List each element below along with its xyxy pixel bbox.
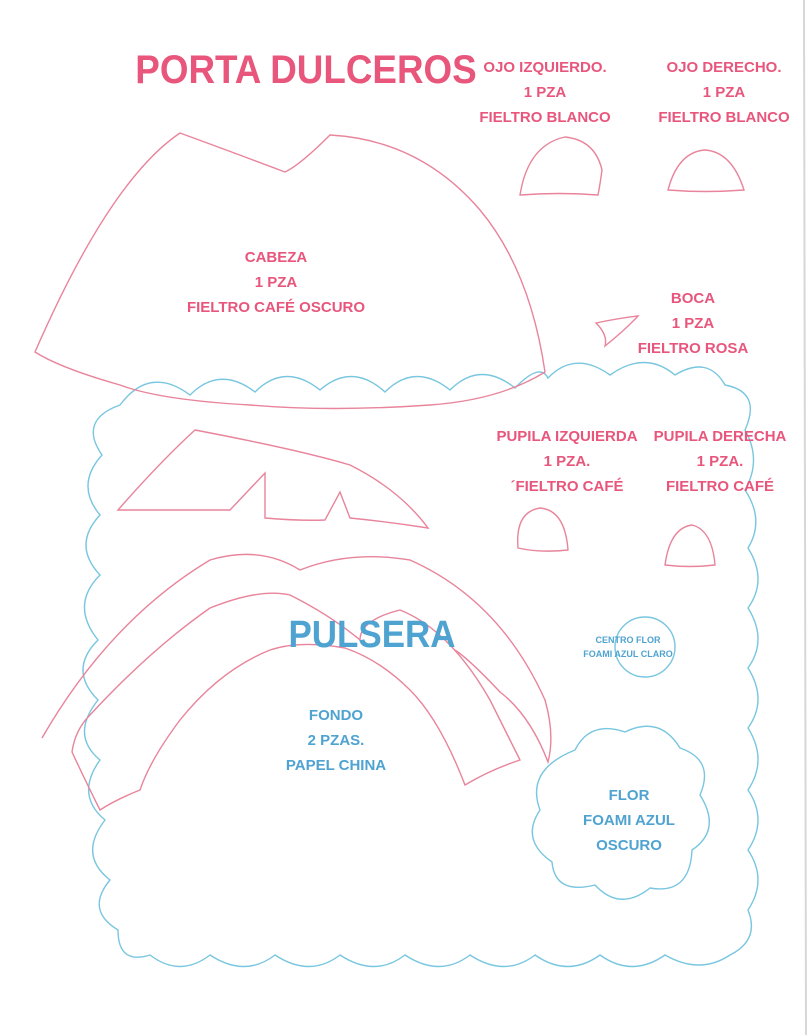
- boca-qty: 1 PZA: [671, 315, 715, 332]
- pulsera-title-text: PULSERA: [288, 614, 456, 656]
- pupila-derecha-label: PUPILA DERECHA 1 PZA. FIELTRO CAFÉ: [654, 424, 787, 499]
- pupila-derecha-qty: 1 PZA.: [696, 453, 744, 470]
- cabeza-qty: 1 PZA: [254, 274, 298, 291]
- pupila-derecha-outline: [664, 524, 716, 568]
- ojo-derecho-qty: 1 PZA: [702, 84, 746, 101]
- ojo-derecho-material: FIELTRO BLANCO: [658, 109, 790, 126]
- fondo-qty: 2 PZAS.: [307, 732, 365, 749]
- oreja-outline: [116, 429, 430, 529]
- flor-name: FLOR: [608, 787, 650, 804]
- ojo-derecho-name: OJO DERECHO.: [666, 59, 782, 76]
- pupila-derecha-material: FIELTRO CAFÉ: [665, 478, 775, 495]
- cabeza-name: CABEZA: [244, 249, 308, 266]
- pupila-izquierda-name: PUPILA IZQUIERDA: [496, 428, 638, 445]
- pupila-derecha-name: PUPILA DERECHA: [653, 428, 787, 445]
- fondo-material: PAPEL CHINA: [285, 757, 387, 774]
- ojo-derecho-outline: [667, 149, 745, 193]
- centro-flor-material: FOAMI AZUL CLARO: [583, 649, 673, 659]
- ojo-izquierdo-outline: [519, 136, 603, 196]
- ojo-derecho-label: OJO DERECHO. 1 PZA FIELTRO BLANCO: [658, 55, 789, 130]
- ojo-izquierdo-qty: 1 PZA: [523, 84, 567, 101]
- cabeza-label: CABEZA 1 PZA FIELTRO CAFÉ OSCURO: [187, 245, 365, 320]
- flor-outline: [531, 725, 710, 900]
- centro-flor-name: CENTRO FLOR: [595, 635, 661, 645]
- cuerpo-exterior-outline: [41, 553, 552, 765]
- page-title-text: PORTA DULCEROS: [135, 48, 477, 92]
- fondo-scalloped-outline: [82, 361, 759, 968]
- page-title: PORTA DULCEROS: [135, 48, 476, 92]
- ojo-izquierdo-label: OJO IZQUIERDO. 1 PZA FIELTRO BLANCO: [479, 55, 610, 130]
- flor-material: FOAMI AZUL: [583, 812, 675, 829]
- pupila-izquierda-label: PUPILA IZQUIERDA 1 PZA. ´FIELTRO CAFÉ: [496, 424, 637, 499]
- cuerpo-interior-outline: [71, 592, 521, 812]
- centro-flor-label: CENTRO FLOR FOAMI AZUL CLARO: [583, 633, 673, 661]
- boca-material: FIELTRO ROSA: [637, 340, 749, 357]
- boca-label: BOCA 1 PZA FIELTRO ROSA: [638, 286, 749, 361]
- flor-material-2: OSCURO: [596, 837, 662, 854]
- ojo-izquierdo-material: FIELTRO BLANCO: [479, 109, 611, 126]
- pupila-izquierda-qty: 1 PZA.: [543, 453, 591, 470]
- pulsera-title: PULSERA: [288, 614, 455, 656]
- pupila-izquierda-material: ´FIELTRO CAFÉ: [510, 478, 624, 495]
- cabeza-material: FIELTRO CAFÉ OSCURO: [186, 299, 366, 316]
- page-edge-line: [803, 0, 807, 1035]
- fondo-name: FONDO: [308, 707, 364, 724]
- fondo-label: FONDO 2 PZAS. PAPEL CHINA: [286, 703, 386, 778]
- pupila-izquierda-outline: [516, 507, 569, 552]
- ojo-izquierdo-name: OJO IZQUIERDO.: [483, 59, 607, 76]
- cabeza-outline: [34, 132, 546, 410]
- boca-outline: [594, 315, 640, 348]
- boca-name: BOCA: [670, 290, 716, 307]
- centro-flor-outline: [614, 616, 676, 678]
- flor-label: FLOR FOAMI AZUL OSCURO: [583, 783, 675, 858]
